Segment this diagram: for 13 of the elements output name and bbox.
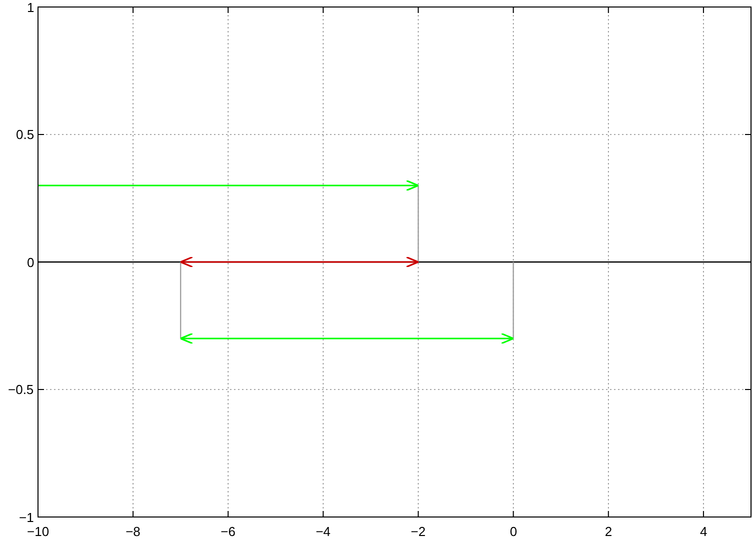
y-tick-label: 1 <box>27 0 34 14</box>
x-tick-label: −4 <box>316 524 331 539</box>
x-tick-label: 2 <box>604 524 612 539</box>
x-tick-label: −10 <box>27 524 50 539</box>
x-tick-label: −8 <box>126 524 140 539</box>
y-tick-label: −0.5 <box>8 382 34 397</box>
x-tick-label: −6 <box>220 524 236 539</box>
x-tick-label: −2 <box>410 524 426 539</box>
y-tick-label: −1 <box>19 510 34 524</box>
x-tick-label: 4 <box>700 524 708 539</box>
x-tick-label: 0 <box>510 524 518 539</box>
y-tick-label: 0.5 <box>16 127 34 142</box>
y-tick-label: 0 <box>27 254 34 270</box>
